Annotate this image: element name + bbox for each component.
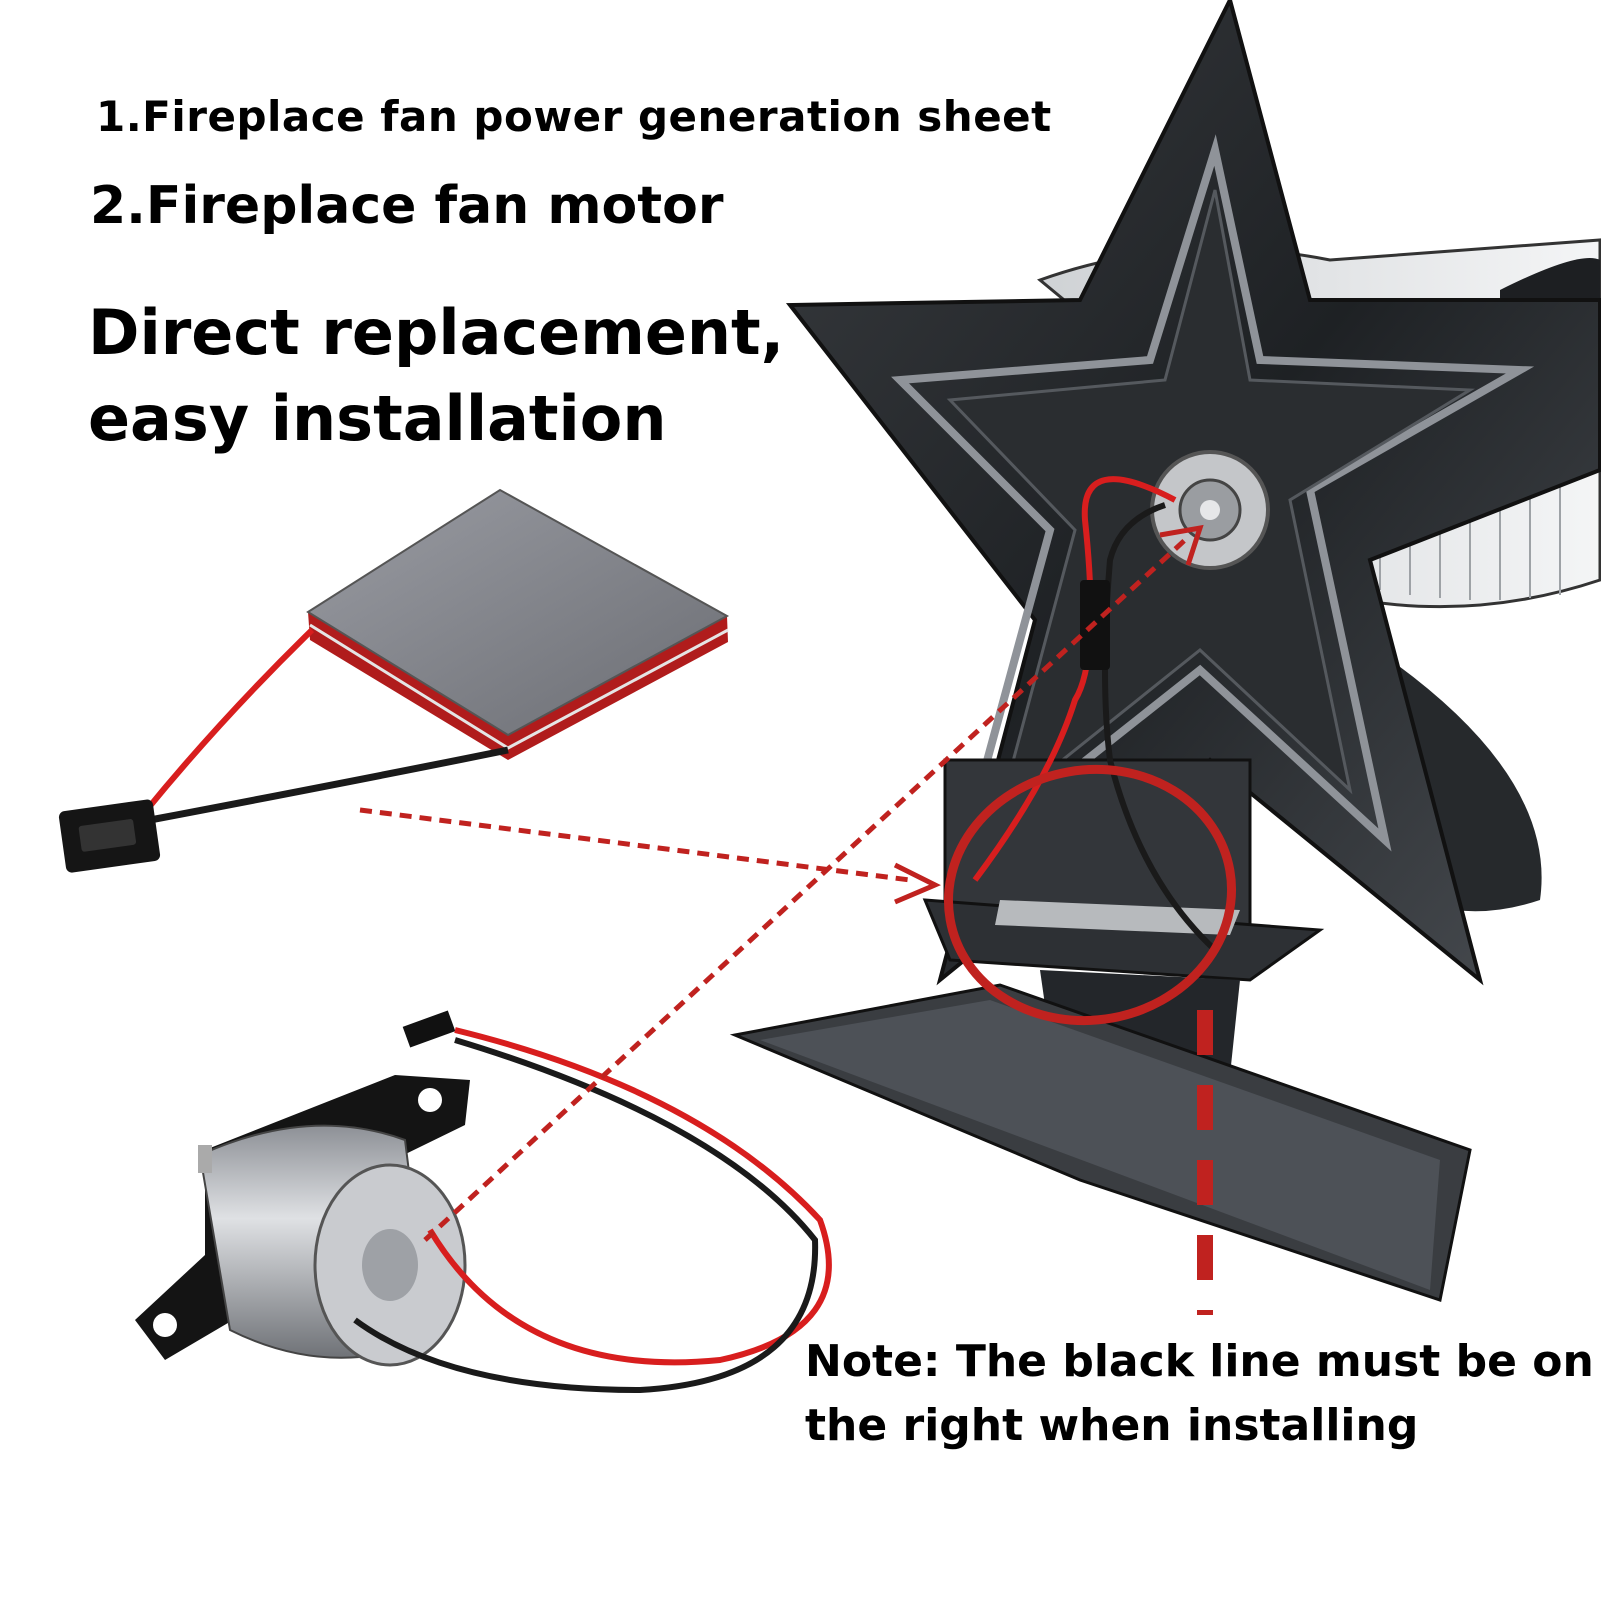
- headline: Direct replacement, easy installation: [88, 290, 808, 462]
- thermoelectric-sheet-icon: [58, 488, 730, 873]
- headline-line-1: Direct replacement,: [88, 296, 785, 369]
- note-line-2: the right when installing: [805, 1400, 1419, 1451]
- annotation-overlay: [359, 524, 1237, 1315]
- note-line-1: Note: The black line must be on: [805, 1336, 1594, 1387]
- installation-note: Note: The black line must be on the righ…: [805, 1330, 1595, 1458]
- headline-line-2: easy installation: [88, 382, 667, 455]
- item-1-label: 1.Fireplace fan power generation sheet: [96, 92, 1052, 141]
- dc-motor-icon: [135, 1010, 832, 1394]
- item-2-label: 2.Fireplace fan motor: [90, 176, 724, 236]
- star-fan-icon: [729, 0, 1601, 1302]
